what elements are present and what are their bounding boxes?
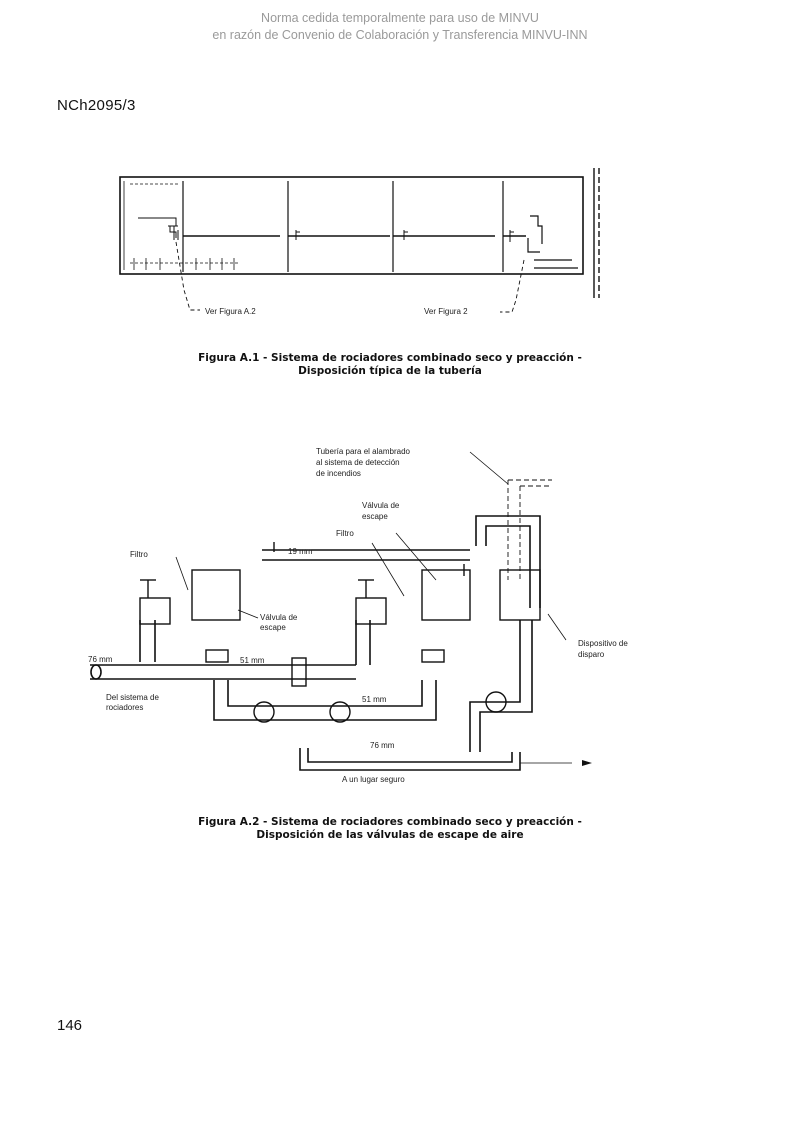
safe-place-label: A un lugar seguro [342,775,405,784]
size-51mm-bottom-label: 51 mm [362,695,387,704]
filter-top-label: Filtro [336,529,354,538]
from-sprinklers-label-line-1: Del sistema de [106,693,159,702]
watermark: Norma cedida temporalmente para uso de M… [0,10,800,44]
trigger-label-line-1: Dispositivo de [578,639,628,648]
see-figure-a2-label: Ver Figura A.2 [205,307,256,316]
page-number: 146 [57,1017,83,1034]
figure-a2: Tubería para el alambrado al sistema de … [0,430,800,860]
trigger-label-line-2: disparo [578,650,605,659]
valve-left-label-line-2: escape [260,623,286,632]
document-code: NCh2095/3 [57,97,136,114]
valve-left-label-line-1: Válvula de [260,613,298,622]
wiring-label-line-3: de incendios [316,469,361,478]
wiring-label-line-2: al sistema de detección [316,458,400,467]
valve-top-label-line-2: escape [362,512,388,521]
see-figure-2-label: Ver Figura 2 [424,307,468,316]
filter-left-label: Filtro [130,550,148,559]
size-76mm-bottom-label: 76 mm [370,741,395,750]
watermark-line-2: en razón de Convenio de Colaboración y T… [212,28,588,42]
wiring-label-line-1: Tubería para el alambrado [316,447,411,456]
figure-a2-caption: Figura A.2 - Sistema de rociadores combi… [20,816,760,842]
from-sprinklers-label-line-2: rociadores [106,703,143,712]
size-76mm-left-label: 76 mm [88,655,113,664]
figure-a2-caption-line-1: Figura A.2 - Sistema de rociadores combi… [198,816,582,828]
figure-a1-caption-line-2: Disposición típica de la tubería [298,365,482,377]
size-19mm-label: 19 mm [288,547,313,556]
figure-a1-caption-line-1: Figura A.1 - Sistema de rociadores combi… [198,352,582,364]
figure-a1: Ver Figura A.2 Ver Figura 2 Figura A.1 -… [0,160,800,390]
figure-a2-caption-line-2: Disposición de las válvulas de escape de… [256,829,524,841]
valve-top-label-line-1: Válvula de [362,501,400,510]
figure-a1-drawing: Ver Figura A.2 Ver Figura 2 [119,168,600,316]
figure-a1-caption: Figura A.1 - Sistema de rociadores combi… [20,352,760,378]
watermark-line-1: Norma cedida temporalmente para uso de M… [261,11,539,25]
size-51mm-label: 51 mm [240,656,265,665]
figure-a2-drawing: Tubería para el alambrado al sistema de … [88,447,628,784]
